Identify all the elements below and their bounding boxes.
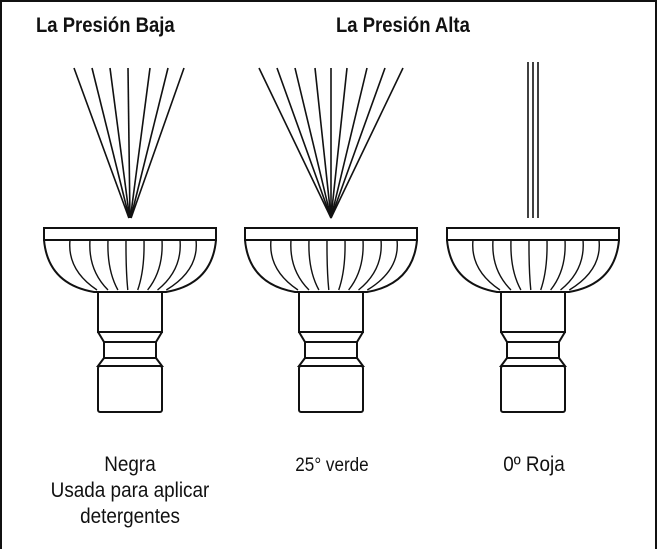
spray-line xyxy=(276,67,332,219)
nozzle-rib xyxy=(326,239,330,291)
spray-line xyxy=(127,67,131,219)
nozzle-flare xyxy=(499,357,567,367)
black-nozzle-name: Negra xyxy=(104,453,156,476)
nozzle-plug xyxy=(500,365,566,413)
red-nozzle-caption: 0º Roja xyxy=(444,452,624,478)
nozzle-head xyxy=(244,227,418,293)
nozzle-neck xyxy=(304,341,358,359)
nozzle-plug xyxy=(298,365,364,413)
nozzle-flare xyxy=(297,357,365,367)
nozzle-rib xyxy=(528,239,532,291)
nozzle-rib xyxy=(290,239,310,291)
nozzle-rib xyxy=(308,239,320,291)
spray-line xyxy=(330,67,404,219)
nozzle-neck xyxy=(506,341,560,359)
spray-line xyxy=(129,67,151,219)
nozzle-taper xyxy=(298,331,364,343)
spray-line xyxy=(109,67,131,219)
spray-line xyxy=(258,67,332,219)
nozzle-rib xyxy=(157,239,181,291)
nozzle-rib xyxy=(137,239,145,291)
nozzle-rib xyxy=(472,239,501,291)
nozzle-flare xyxy=(96,357,164,367)
spray-line xyxy=(330,67,368,219)
black-nozzle-description-1: Usada para aplicar xyxy=(50,479,210,502)
spray-line xyxy=(129,67,169,219)
high-pressure-heading: La Presión Alta xyxy=(336,14,470,37)
black-nozzle-description-2: detergentes xyxy=(80,505,180,528)
nozzle-rib xyxy=(510,239,522,291)
nozzle-rib xyxy=(270,239,299,291)
red-0-degree-nozzle xyxy=(446,62,620,413)
nozzle-rib xyxy=(125,239,129,291)
nozzle-body xyxy=(96,291,164,413)
spray-pattern xyxy=(258,67,404,219)
nozzle-rib xyxy=(338,239,346,291)
nozzle-rib xyxy=(540,239,548,291)
spray-line xyxy=(294,67,332,219)
nozzle-rib xyxy=(69,239,98,291)
nozzle-rib xyxy=(560,239,584,291)
red-nozzle-name: 0º Roja xyxy=(503,453,565,476)
nozzle-rib xyxy=(89,239,109,291)
nozzle-head xyxy=(43,227,217,293)
spray-line xyxy=(314,67,332,219)
nozzle-rib xyxy=(366,239,398,291)
spray-line xyxy=(330,67,348,219)
nozzle-rib xyxy=(358,239,382,291)
nozzle-upper-body xyxy=(97,291,163,333)
spray-line xyxy=(73,67,130,219)
spray-line xyxy=(130,67,185,219)
nozzle-body xyxy=(499,291,567,413)
nozzle-rib xyxy=(550,239,566,291)
spray-pattern xyxy=(527,62,539,218)
nozzle-body xyxy=(297,291,365,413)
nozzle-rib xyxy=(348,239,364,291)
spray-pattern xyxy=(73,67,185,219)
nozzle-rim xyxy=(244,227,418,241)
nozzle-plug xyxy=(97,365,163,413)
nozzle-neck xyxy=(103,341,157,359)
spray-line xyxy=(330,67,386,219)
green-nozzle-name: 25° verde xyxy=(295,455,369,476)
nozzle-rib xyxy=(107,239,119,291)
black-nozzle xyxy=(43,67,217,413)
nozzle-upper-body xyxy=(500,291,566,333)
nozzle-taper xyxy=(500,331,566,343)
nozzle-upper-body xyxy=(298,291,364,333)
green-nozzle-caption: 25° verde xyxy=(242,453,422,479)
nozzle-taper xyxy=(97,331,163,343)
nozzle-rim xyxy=(43,227,217,241)
green-25-degree-nozzle xyxy=(244,67,418,413)
black-nozzle-caption: Negra Usada para aplicar detergentes xyxy=(40,452,220,530)
spray-line xyxy=(91,67,131,219)
low-pressure-heading: La Presión Baja xyxy=(36,14,175,37)
nozzle-rib xyxy=(568,239,600,291)
nozzle-rib xyxy=(165,239,197,291)
nozzle-rim xyxy=(446,227,620,241)
nozzle-rib xyxy=(147,239,163,291)
nozzle-head xyxy=(446,227,620,293)
nozzle-rib xyxy=(492,239,512,291)
